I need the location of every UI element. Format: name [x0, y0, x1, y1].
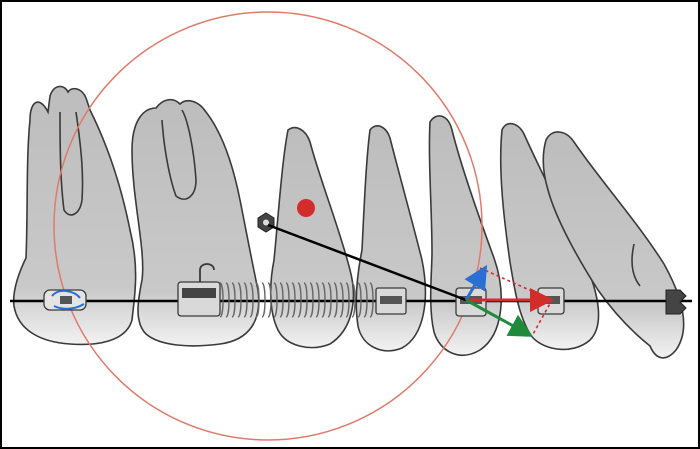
tooth-lateral-incisor	[499, 122, 600, 351]
tooth-molar-1	[12, 85, 137, 346]
force-vector-resultant	[465, 298, 534, 337]
bracket-icon	[375, 287, 407, 315]
force-vector-vertical	[464, 264, 488, 301]
bracket-icon	[43, 289, 87, 311]
center-of-resistance-circle	[53, 11, 483, 441]
tooth-premolar-2	[355, 125, 427, 352]
spring-icon	[219, 282, 374, 318]
stop-icon	[665, 289, 687, 315]
force-line	[267, 223, 467, 302]
tooth-premolar-1	[269, 126, 355, 349]
tube-icon	[177, 263, 221, 317]
center-of-resistance-dot	[297, 199, 315, 217]
